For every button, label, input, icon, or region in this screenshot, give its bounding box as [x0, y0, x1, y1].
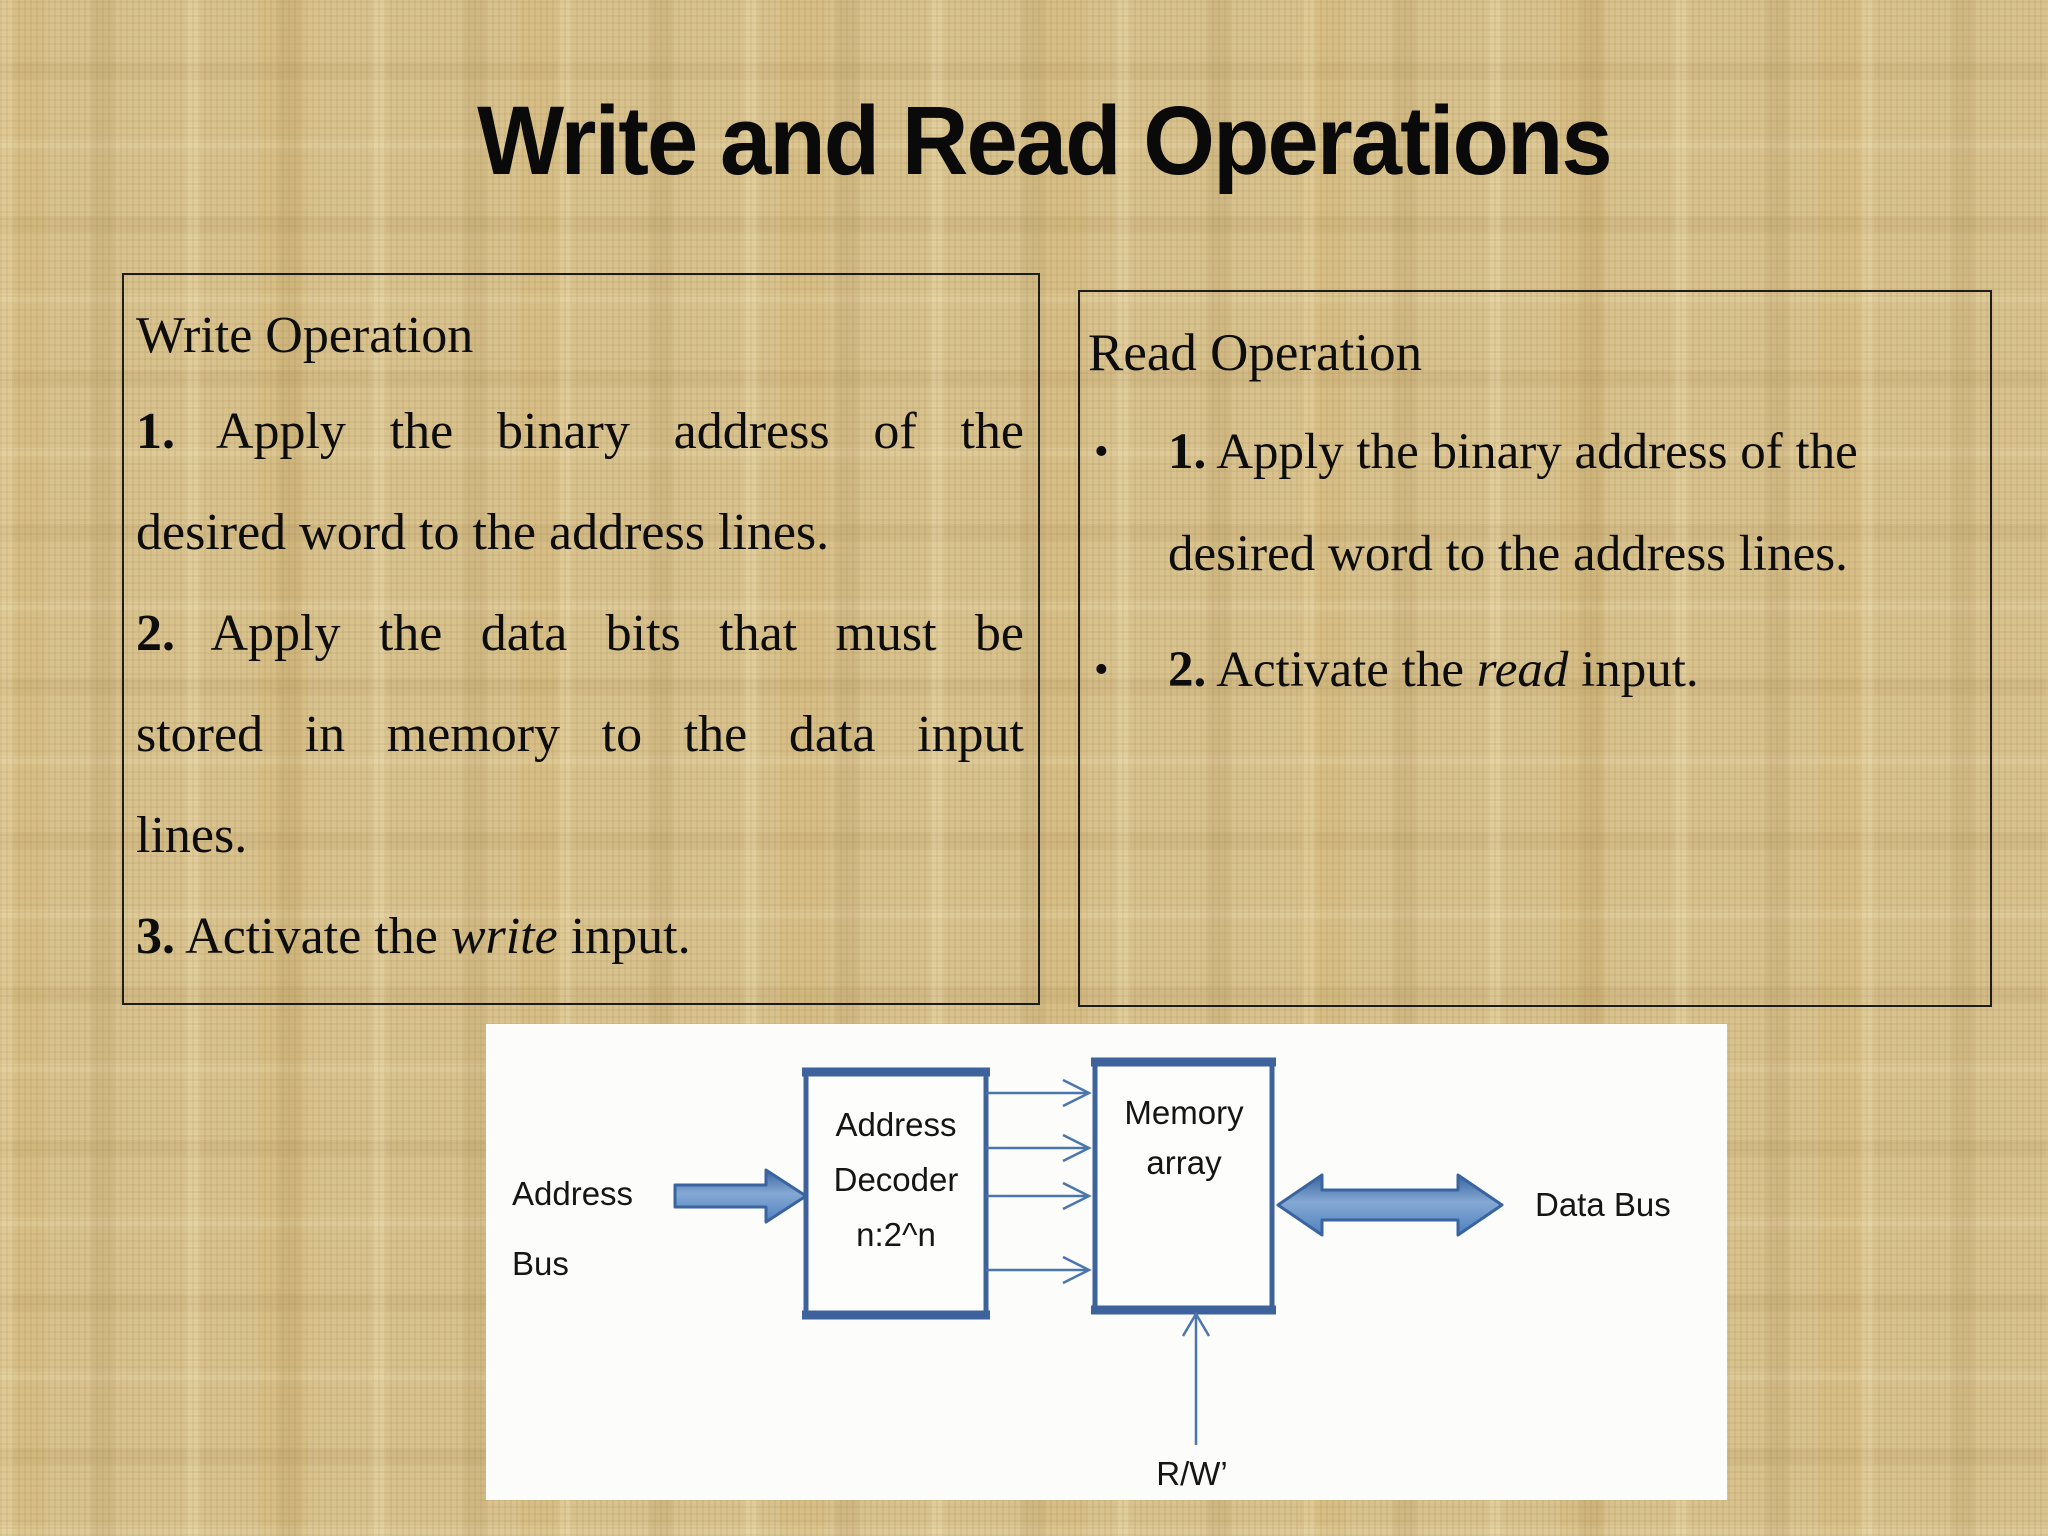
read-step1-item: • 1. Apply the binary address of the des… — [1088, 401, 1980, 605]
slide-title: Write and Read Operations — [477, 86, 1613, 195]
step-text: lines. — [136, 807, 248, 864]
step-text: input. — [1581, 642, 1699, 698]
step-number: 1. — [1168, 424, 1207, 480]
address-decoder-box — [803, 1069, 989, 1318]
step-text-italic: write — [450, 908, 558, 965]
read-box-title: Read Operation — [1088, 324, 1423, 382]
memory-label-line2: array — [1146, 1144, 1222, 1181]
step-number: 3. — [136, 908, 175, 965]
bullet-icon: • — [1094, 429, 1109, 475]
address-bus-label-line1: Address — [512, 1175, 633, 1212]
write-step2-line1: 2. Apply the data bits that must be — [136, 583, 1024, 684]
step-number: 2. — [1168, 642, 1207, 698]
decoder-label-line3: n:2^n — [856, 1216, 936, 1253]
step-text: input. — [570, 908, 691, 965]
step-text: Apply the binary address of the — [1216, 424, 1858, 480]
step-text: Activate the — [185, 908, 438, 965]
diagram-panel: Address Decoder n:2^n Memory array — [486, 1024, 1727, 1500]
decoder-to-memory-arrow-icon — [986, 1255, 1092, 1285]
data-bus-label: Data Bus — [1535, 1186, 1671, 1223]
read-step2-line: 2. Activate the read input. — [1168, 619, 1980, 721]
step-text-italic: read — [1476, 642, 1569, 698]
write-step2-line3: lines. — [136, 785, 1024, 886]
block-diagram: Address Decoder n:2^n Memory array — [512, 1057, 1671, 1492]
write-step3-line: 3. Activate the write input. — [136, 886, 1024, 987]
bullet-icon: • — [1094, 647, 1109, 693]
step-text: desired word to the address lines. — [136, 504, 830, 561]
step-text: stored in memory to the data input — [136, 706, 1024, 763]
read-write-arrow-icon — [1181, 1311, 1211, 1445]
step-text: desired word to the address lines. — [1168, 526, 1848, 582]
read-step1-line1: 1. Apply the binary address of the — [1168, 401, 1980, 503]
decoder-to-memory-arrow-icon — [986, 1181, 1092, 1211]
address-bus-arrow-icon — [673, 1168, 808, 1224]
write-step2-line2: stored in memory to the data input — [136, 684, 1024, 785]
step-text: Activate the — [1216, 642, 1464, 698]
step-text: Apply the binary address of the — [215, 403, 1024, 460]
decoder-label-line1: Address — [835, 1106, 956, 1143]
step-number: 2. — [136, 605, 175, 662]
write-step1-line1: 1. Apply the binary address of the — [136, 381, 1024, 482]
step-text: Apply the data bits that must be — [210, 605, 1024, 662]
decoder-label-line2: Decoder — [834, 1161, 959, 1198]
read-write-label: R/W’ — [1156, 1455, 1227, 1492]
decoder-to-memory-arrow-icon — [986, 1078, 1092, 1108]
read-operation-box: Read Operation • 1. Apply the binary add… — [1078, 290, 1992, 1007]
read-step2-item: • 2. Activate the read input. — [1088, 619, 1980, 721]
write-step1-line2: desired word to the address lines. — [136, 482, 1024, 583]
decoder-to-memory-arrow-icon — [986, 1133, 1092, 1163]
write-box-title: Write Operation — [136, 307, 474, 364]
read-step1-line2: desired word to the address lines. — [1168, 503, 1980, 605]
memory-label-line1: Memory — [1124, 1094, 1244, 1131]
address-bus-label-line2: Bus — [512, 1245, 569, 1282]
write-operation-box: Write Operation 1. Apply the binary addr… — [122, 273, 1040, 1005]
data-bus-arrow-icon — [1276, 1173, 1504, 1237]
step-number: 1. — [136, 403, 175, 460]
